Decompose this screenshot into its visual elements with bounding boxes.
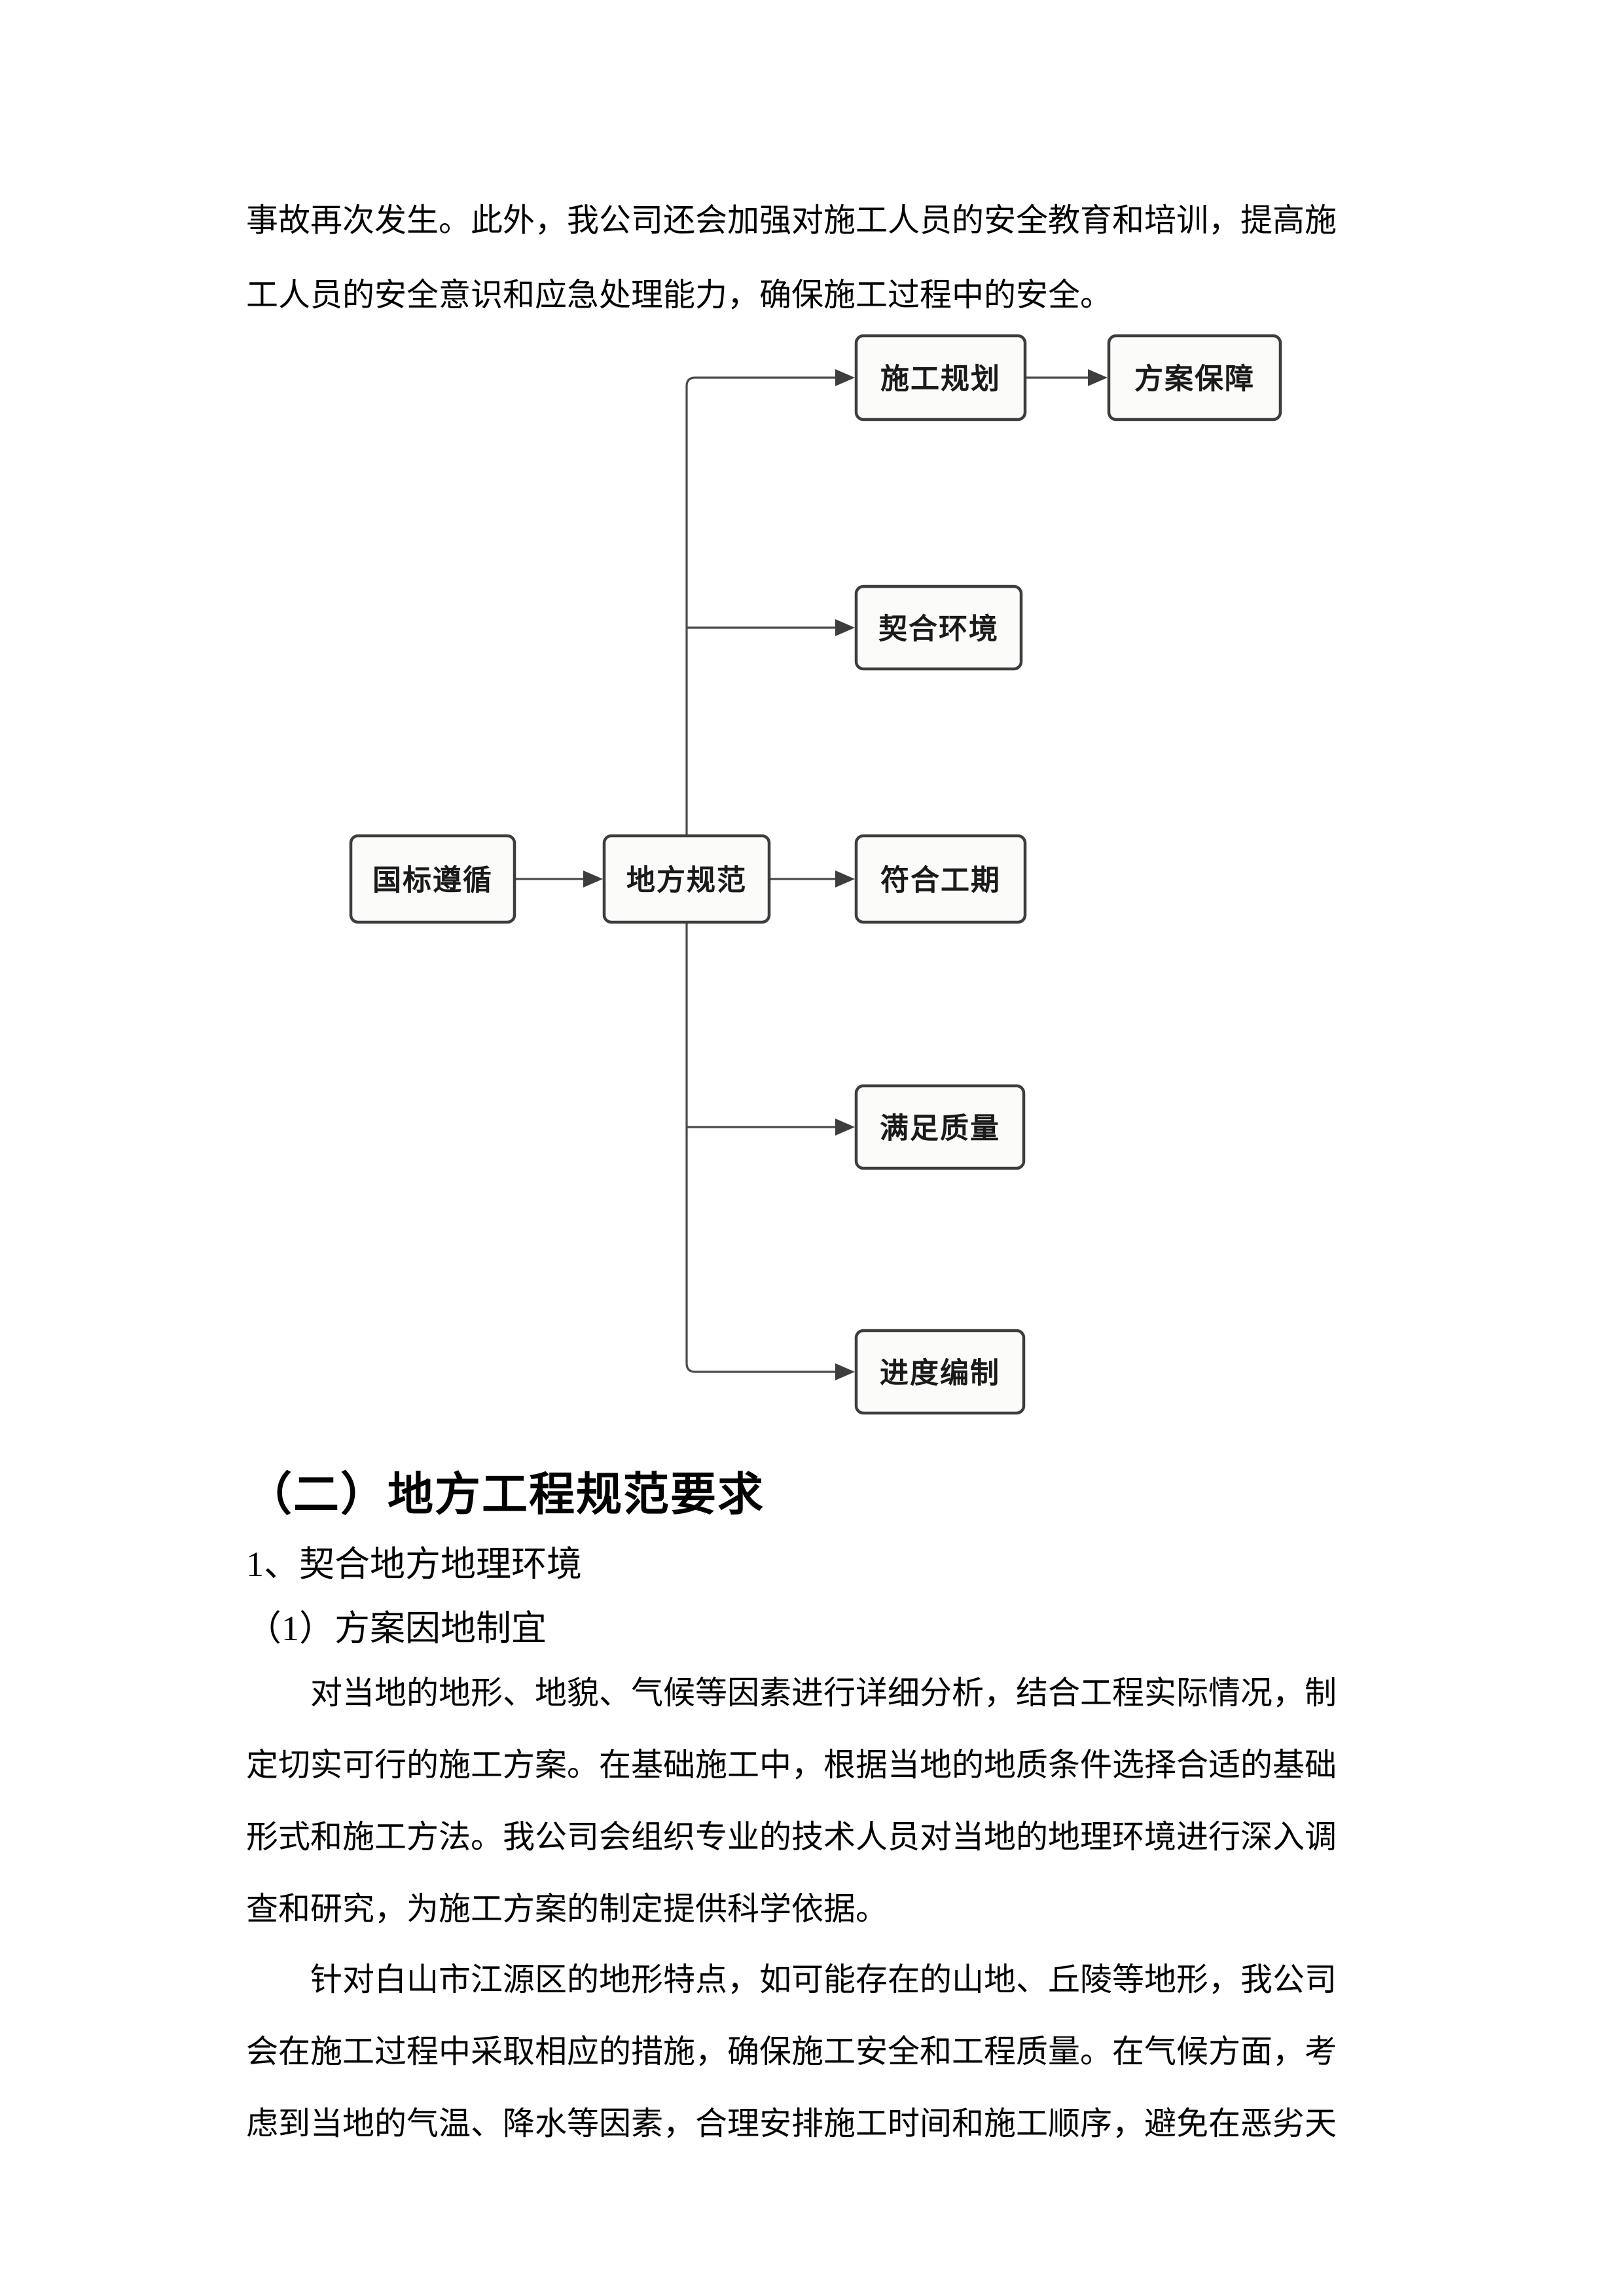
flowchart-node-meet-quality: 满足质量 xyxy=(854,1084,1026,1170)
flowchart-node-fit-environment: 契合环境 xyxy=(854,584,1023,671)
node-label-schedule-preparation: 进度编制 xyxy=(880,1357,1000,1390)
flowchart-node-schedule-preparation: 进度编制 xyxy=(854,1329,1026,1415)
arrowhead-schedulepreparation xyxy=(835,1363,855,1380)
arrowhead-meetschedule xyxy=(835,870,855,888)
connector-localcode-to-schedulepreparation xyxy=(685,922,837,1373)
flowchart-node-meet-schedule: 符合工期 xyxy=(854,834,1027,924)
arrowhead-meetquality xyxy=(835,1119,855,1136)
flowchart-node-national-standard: 国标遵循 xyxy=(349,834,516,924)
intro-paragraph: 事故再次发生。此外，我公司还会加强对施工人员的安全教育和培训，提高施 工人员的安… xyxy=(246,202,1337,313)
flowchart-connectors xyxy=(514,369,1108,1380)
node-label-meet-quality: 满足质量 xyxy=(880,1113,1000,1145)
node-label-construction-planning: 施工规划 xyxy=(880,363,1001,395)
node-label-national-standard: 国标遵循 xyxy=(372,865,493,897)
flowchart-diagram: 施工规划 方案保障 契合环境 国标遵循 地方规范 符合工期 满足质量 xyxy=(349,334,1282,1415)
flowchart-node-local-code: 地方规范 xyxy=(602,834,771,924)
numbered-item: 1、契合地方地理环境 xyxy=(246,1545,582,1584)
flowchart-node-plan-guarantee: 方案保障 xyxy=(1107,334,1282,422)
node-label-local-code: 地方规范 xyxy=(626,865,747,897)
connector-localcode-to-constructionplanning xyxy=(685,376,837,836)
section-heading: （二）地方工程规范要求 xyxy=(246,1470,765,1520)
point-item: （1）方案因地制宜 xyxy=(246,1609,547,1648)
flowchart-node-construction-planning: 施工规划 xyxy=(854,334,1027,422)
arrowhead-localcode xyxy=(583,870,603,888)
node-label-fit-environment: 契合环境 xyxy=(878,613,999,645)
arrowhead-fitenvironment xyxy=(835,619,855,636)
body-paragraph-1: 对当地的地形、地貌、气候等因素进行详细分析，结合工程实际情况，制 定切实可行的施… xyxy=(246,1675,1337,1927)
node-label-meet-schedule: 符合工期 xyxy=(880,865,1001,897)
arrowhead-planguarantee xyxy=(1088,369,1108,386)
node-label-plan-guarantee: 方案保障 xyxy=(1134,363,1255,395)
arrowhead-constructionplanning xyxy=(835,369,855,386)
body-paragraph-2: 针对白山市江源区的地形特点，如可能存在的山地、丘陵等地形，我公司 会在施工过程中… xyxy=(246,1962,1337,2142)
